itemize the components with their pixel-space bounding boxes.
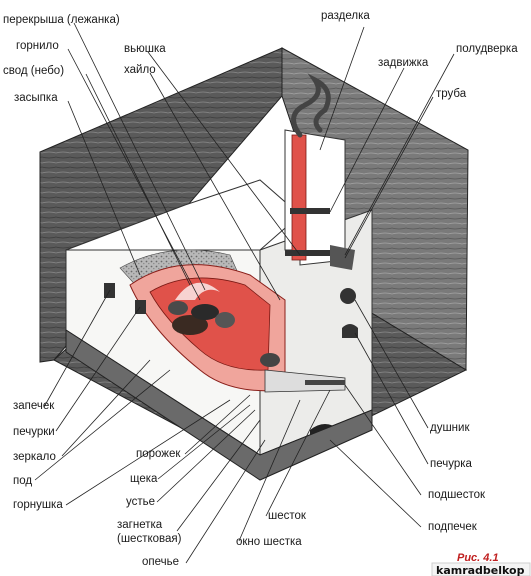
pot	[215, 312, 235, 328]
label-vyushka: вьюшка	[124, 43, 166, 55]
figure-label: Рис. 4.1	[457, 552, 499, 564]
label-shestok: шесток	[268, 510, 307, 522]
pechurka-niche	[342, 324, 358, 338]
watermark-box	[431, 562, 531, 576]
pechurki-niche	[135, 300, 146, 314]
label-podpechek: подпечек	[428, 521, 478, 533]
label-zagnetka: загнетка	[117, 519, 163, 531]
firewood	[168, 282, 220, 335]
label-shcheka: щека	[130, 473, 158, 485]
label-gornilo: горнило	[16, 40, 59, 52]
label-svod: свод (небо)	[3, 65, 64, 77]
label-zagnetka-sub: (шестковая)	[117, 533, 182, 545]
label-ustye: устье	[126, 496, 155, 508]
label-podshestok: подшесток	[428, 489, 486, 501]
watermark-text: kamradbelkop	[436, 564, 525, 576]
label-dushnik: душник	[430, 422, 470, 434]
vyushka-plate	[285, 250, 330, 256]
label-zadvizhka: задвижка	[378, 57, 429, 69]
shestok-bar	[305, 380, 345, 385]
label-truba: труба	[436, 88, 467, 100]
pot	[260, 353, 280, 367]
label-khailo: хайло	[124, 64, 156, 76]
label-pechurki: печурки	[13, 426, 55, 438]
label-opechye: опечье	[142, 556, 179, 568]
zadvizhka-plate	[290, 208, 330, 214]
dushnik-vent	[340, 288, 356, 304]
label-gornushka: горнушка	[13, 499, 63, 511]
leader-lines	[34, 22, 455, 564]
label-perekrysha: перекрыша (лежанка)	[3, 14, 120, 26]
oven-base	[65, 329, 373, 481]
label-zapechek: запечек	[13, 400, 55, 412]
label-zerkalo: зеркало	[13, 451, 56, 463]
label-zasypka: засыпка	[14, 92, 58, 104]
label-poludverka: полудверка	[456, 43, 518, 55]
label-razdelka: разделка	[321, 10, 370, 22]
label-okno-shestka: окно шестка	[236, 536, 302, 548]
label-pechurka: печурка	[430, 458, 473, 470]
smoke	[291, 73, 331, 138]
chimney-flue	[291, 134, 307, 261]
label-pod: под	[13, 475, 32, 487]
label-porozhek: порожек	[136, 448, 181, 460]
